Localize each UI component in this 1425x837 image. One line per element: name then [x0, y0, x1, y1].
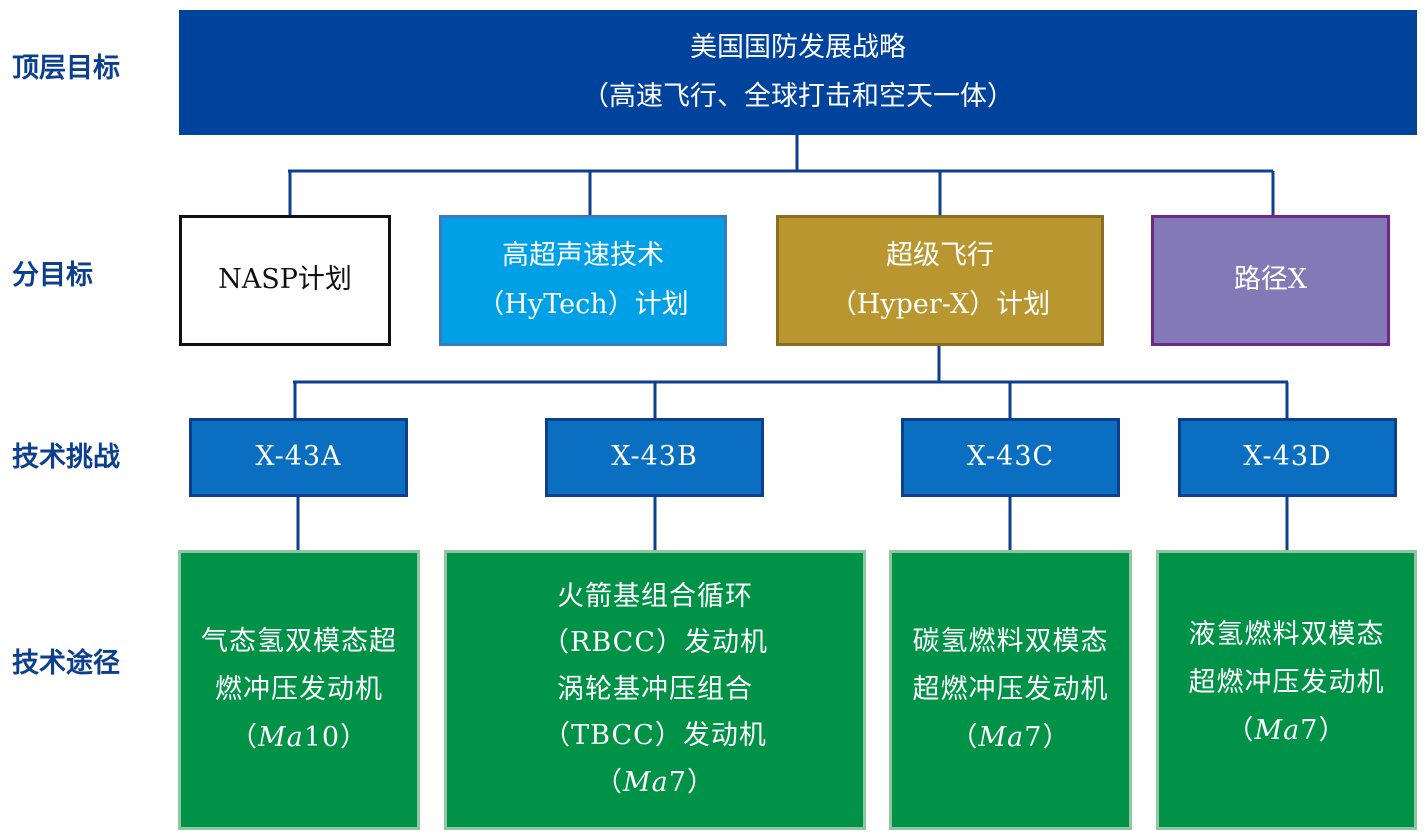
tech-route-line: （TBCC）发动机	[543, 720, 767, 752]
tech-route-mach: （Ma7）	[1226, 715, 1347, 747]
tech-challenge-label: X-43C	[966, 441, 1055, 473]
sub-goal-line: 超级飞行	[886, 240, 994, 272]
tech-challenge-x43a: X-43A	[189, 418, 408, 497]
sub-goal-hyper-x: 超级飞行 （Hyper-X）计划	[776, 215, 1104, 346]
tech-route-line: 涡轮基冲压组合	[557, 673, 753, 705]
row-label-sub-goal: 分目标	[12, 260, 93, 291]
row-label-top-goal: 顶层目标	[12, 53, 120, 84]
tech-route-line: 燃冲压发动机	[215, 673, 383, 705]
tech-route-line: 碳氢燃料双模态	[912, 625, 1109, 657]
tech-route-x43b: 火箭基组合循环 （RBCC）发动机 涡轮基冲压组合 （TBCC）发动机 （Ma7…	[444, 550, 866, 830]
row-label-tech-route: 技术途径	[12, 648, 120, 679]
tech-route-mach: （Ma7）	[595, 766, 715, 798]
top-goal-subtitle: （高速飞行、全球打击和空天一体）	[582, 80, 1014, 112]
tech-route-line: 气态氢双模态超	[201, 625, 397, 657]
tech-route-mach: （Ma7）	[950, 722, 1071, 754]
sub-goal-nasp: NASP计划	[179, 215, 391, 346]
tech-route-line: 超燃冲压发动机	[912, 673, 1109, 705]
tech-challenge-x43b: X-43B	[545, 418, 764, 497]
sub-goal-line: （HyTech）计划	[477, 288, 689, 320]
sub-goal-hytech: 高超声速技术 （HyTech）计划	[439, 215, 727, 346]
tech-route-x43d: 液氢燃料双模态 超燃冲压发动机 （Ma7）	[1156, 550, 1417, 830]
top-goal-title: 美国国防发展战略	[690, 31, 906, 63]
tech-route-x43a: 气态氢双模态超 燃冲压发动机 （Ma10）	[178, 550, 420, 830]
row-label-tech-challenge: 技术挑战	[12, 442, 120, 473]
tech-route-line: 液氢燃料双模态	[1188, 619, 1385, 650]
tech-challenge-x43d: X-43D	[1178, 418, 1397, 497]
tech-challenge-x43c: X-43C	[901, 418, 1120, 497]
tech-route-x43c: 碳氢燃料双模态 超燃冲压发动机 （Ma7）	[889, 550, 1132, 830]
sub-goal-path-x: 路径X	[1151, 215, 1390, 346]
tech-route-line: （RBCC）发动机	[542, 627, 768, 659]
tech-route-line: 火箭基组合循环	[557, 580, 753, 612]
tech-challenge-label: X-43A	[255, 441, 342, 473]
tech-challenge-label: X-43B	[611, 441, 698, 473]
sub-goal-line: 路径X	[1233, 264, 1308, 296]
top-goal-box: 美国国防发展战略 （高速飞行、全球打击和空天一体）	[179, 10, 1417, 135]
tech-challenge-label: X-43D	[1243, 441, 1332, 473]
sub-goal-line: （Hyper-X）计划	[829, 288, 1051, 320]
sub-goal-line: NASP计划	[218, 264, 352, 296]
sub-goal-line: 高超声速技术	[502, 240, 664, 272]
tech-route-line: 超燃冲压发动机	[1188, 667, 1385, 699]
tech-route-mach: （Ma10）	[229, 722, 369, 754]
